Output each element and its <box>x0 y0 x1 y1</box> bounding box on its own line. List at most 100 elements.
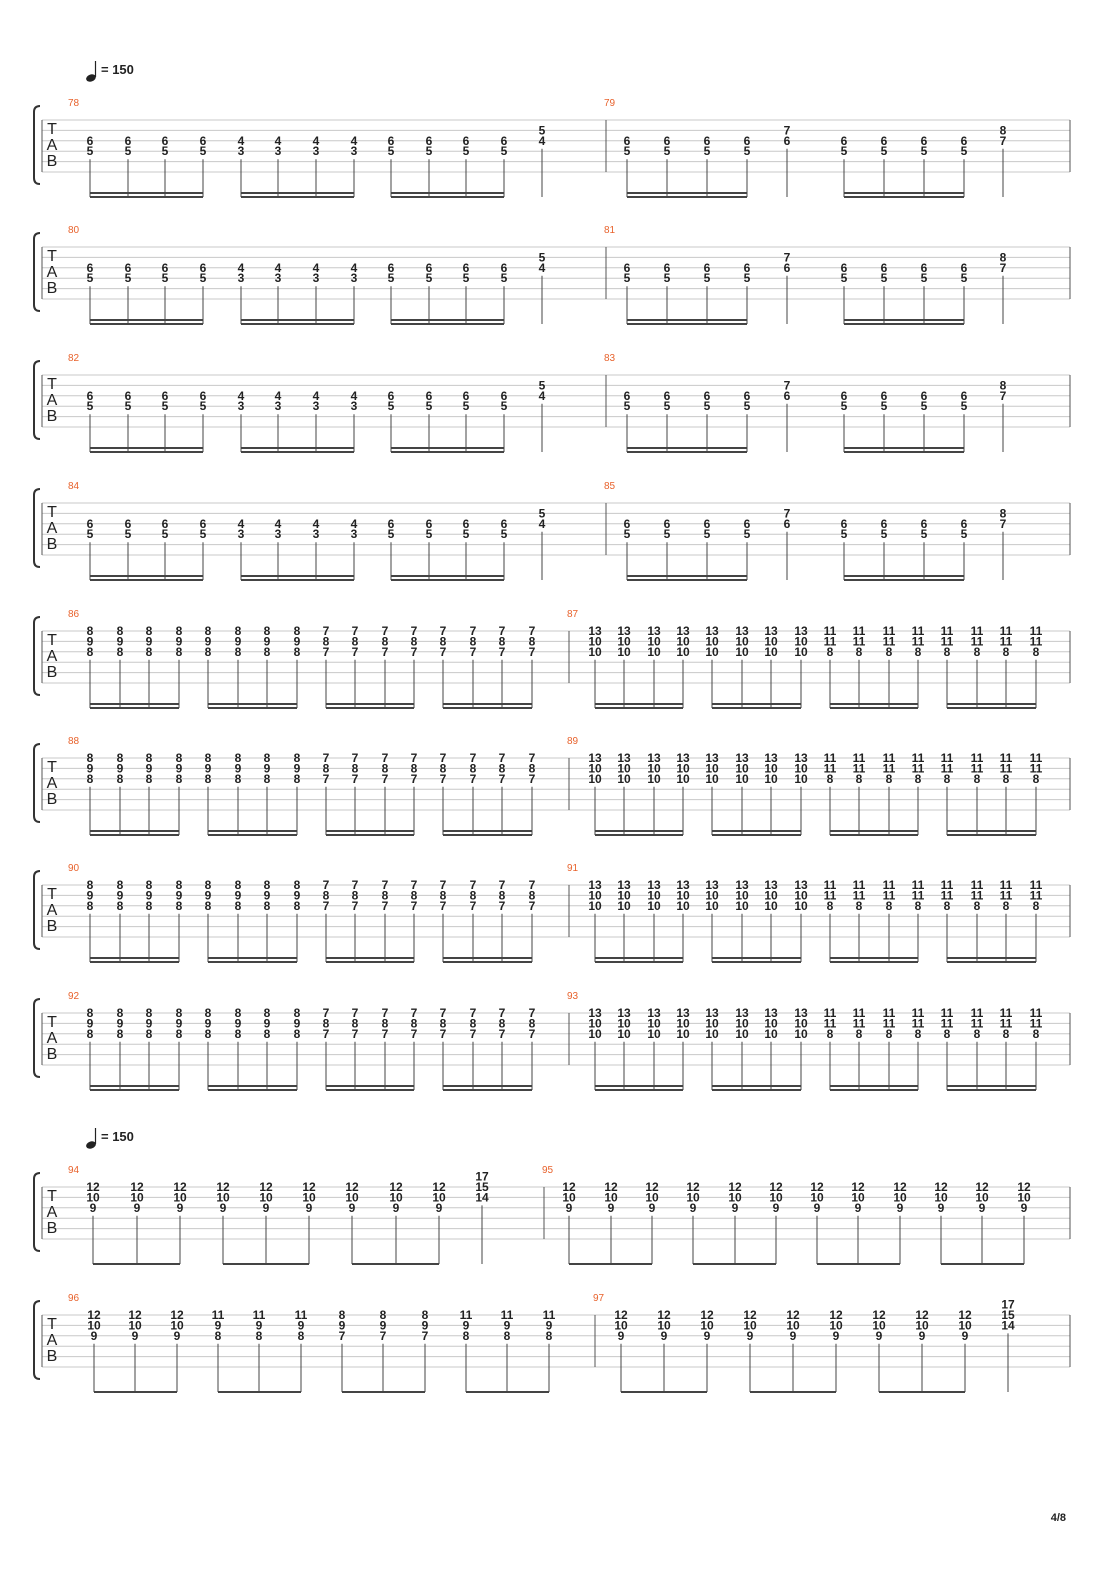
fret-number: 5 <box>463 271 470 285</box>
fret-number: 8 <box>1033 645 1040 659</box>
fret-number: 7 <box>499 899 506 913</box>
fret-number: 8 <box>440 761 447 775</box>
fret-number: 13 <box>705 751 719 765</box>
fret-number: 10 <box>686 1190 700 1204</box>
fret-number: 5 <box>881 399 888 413</box>
fret-number: 8 <box>205 1006 212 1020</box>
fret-number: 10 <box>647 1027 661 1041</box>
fret-number: 13 <box>588 624 602 638</box>
fret-number: 9 <box>146 888 153 902</box>
fret-number: 7 <box>470 878 477 892</box>
fret-number: 5 <box>162 271 169 285</box>
fret-number: 6 <box>426 517 433 531</box>
fret-number: 5 <box>426 271 433 285</box>
tab-clef-letter: T <box>47 886 57 903</box>
bar-number: 80 <box>68 225 80 236</box>
fret-number: 10 <box>170 1318 184 1332</box>
fret-number: 8 <box>87 899 94 913</box>
fret-number: 11 <box>212 1308 225 1322</box>
fret-number: 15 <box>475 1180 489 1194</box>
fret-number: 5 <box>87 399 94 413</box>
fret-number: 10 <box>764 634 778 648</box>
fret-number: 10 <box>617 888 631 902</box>
fret-number: 13 <box>735 1006 749 1020</box>
fret-number: 5 <box>664 271 671 285</box>
fret-number: 8 <box>352 1016 359 1030</box>
fret-number: 13 <box>764 1006 778 1020</box>
fret-number: 8 <box>87 1027 94 1041</box>
staff-system: TAB8465656565434343436565656554856565656… <box>33 481 1071 581</box>
fret-number: 12 <box>1017 1180 1031 1194</box>
fret-number: 11 <box>883 1016 896 1030</box>
fret-number: 8 <box>944 899 951 913</box>
fret-number: 8 <box>1033 1027 1040 1041</box>
fret-number: 10 <box>794 634 808 648</box>
fret-number: 10 <box>617 761 631 775</box>
fret-number: 9 <box>176 888 183 902</box>
fret-number: 7 <box>440 645 447 659</box>
fret-number: 8 <box>298 1329 305 1343</box>
fret-number: 6 <box>704 389 711 403</box>
fret-number: 9 <box>264 761 271 775</box>
fret-number: 10 <box>764 899 778 913</box>
fret-number: 7 <box>411 751 418 765</box>
fret-number: 11 <box>824 1016 837 1030</box>
fret-number: 8 <box>1000 378 1007 392</box>
fret-number: 9 <box>117 761 124 775</box>
fret-number: 5 <box>87 144 94 158</box>
fret-number: 10 <box>562 1190 576 1204</box>
fret-number: 4 <box>539 134 546 148</box>
fret-number: 5 <box>624 144 631 158</box>
fret-number: 8 <box>915 899 922 913</box>
fret-number: 9 <box>264 634 271 648</box>
fret-number: 6 <box>961 134 968 148</box>
fret-number: 7 <box>440 878 447 892</box>
fret-number: 13 <box>647 878 661 892</box>
fret-number: 9 <box>938 1201 945 1215</box>
fret-number: 8 <box>294 772 301 786</box>
fret-number: 5 <box>426 399 433 413</box>
fret-number: 8 <box>117 751 124 765</box>
fret-number: 7 <box>440 772 447 786</box>
fret-number: 8 <box>915 772 922 786</box>
fret-number: 10 <box>676 888 690 902</box>
tab-clef-letter: A <box>47 1332 58 1349</box>
fret-number: 11 <box>543 1308 556 1322</box>
fret-number: 9 <box>87 634 94 648</box>
fret-number: 8 <box>352 634 359 648</box>
fret-number: 12 <box>87 1308 101 1322</box>
fret-number: 5 <box>961 399 968 413</box>
fret-number: 10 <box>735 1027 749 1041</box>
fret-number: 4 <box>313 261 320 275</box>
fret-number: 10 <box>617 645 631 659</box>
fret-number: 11 <box>1030 624 1043 638</box>
measure: 9612109121091210911981198119889789789711… <box>68 1293 556 1393</box>
fret-number: 10 <box>705 761 719 775</box>
fret-number: 8 <box>294 751 301 765</box>
fret-number: 5 <box>501 399 508 413</box>
fret-number: 9 <box>235 634 242 648</box>
fret-number: 8 <box>1003 899 1010 913</box>
fret-number: 8 <box>235 1006 242 1020</box>
tab-clef-letter: B <box>47 918 58 935</box>
fret-number: 3 <box>275 144 282 158</box>
fret-number: 10 <box>915 1318 929 1332</box>
fret-number: 8 <box>294 1027 301 1041</box>
fret-number: 6 <box>388 261 395 275</box>
fret-number: 10 <box>87 1318 101 1332</box>
fret-number: 8 <box>529 1016 536 1030</box>
fret-number: 6 <box>125 517 132 531</box>
fret-number: 10 <box>216 1190 230 1204</box>
fret-number: 10 <box>617 772 631 786</box>
fret-number: 7 <box>382 751 389 765</box>
fret-number: 10 <box>735 645 749 659</box>
fret-number: 5 <box>961 527 968 541</box>
fret-number: 10 <box>705 899 719 913</box>
fret-number: 11 <box>853 878 866 892</box>
fret-number: 9 <box>814 1201 821 1215</box>
fret-number: 9 <box>546 1318 553 1332</box>
fret-number: 7 <box>411 624 418 638</box>
